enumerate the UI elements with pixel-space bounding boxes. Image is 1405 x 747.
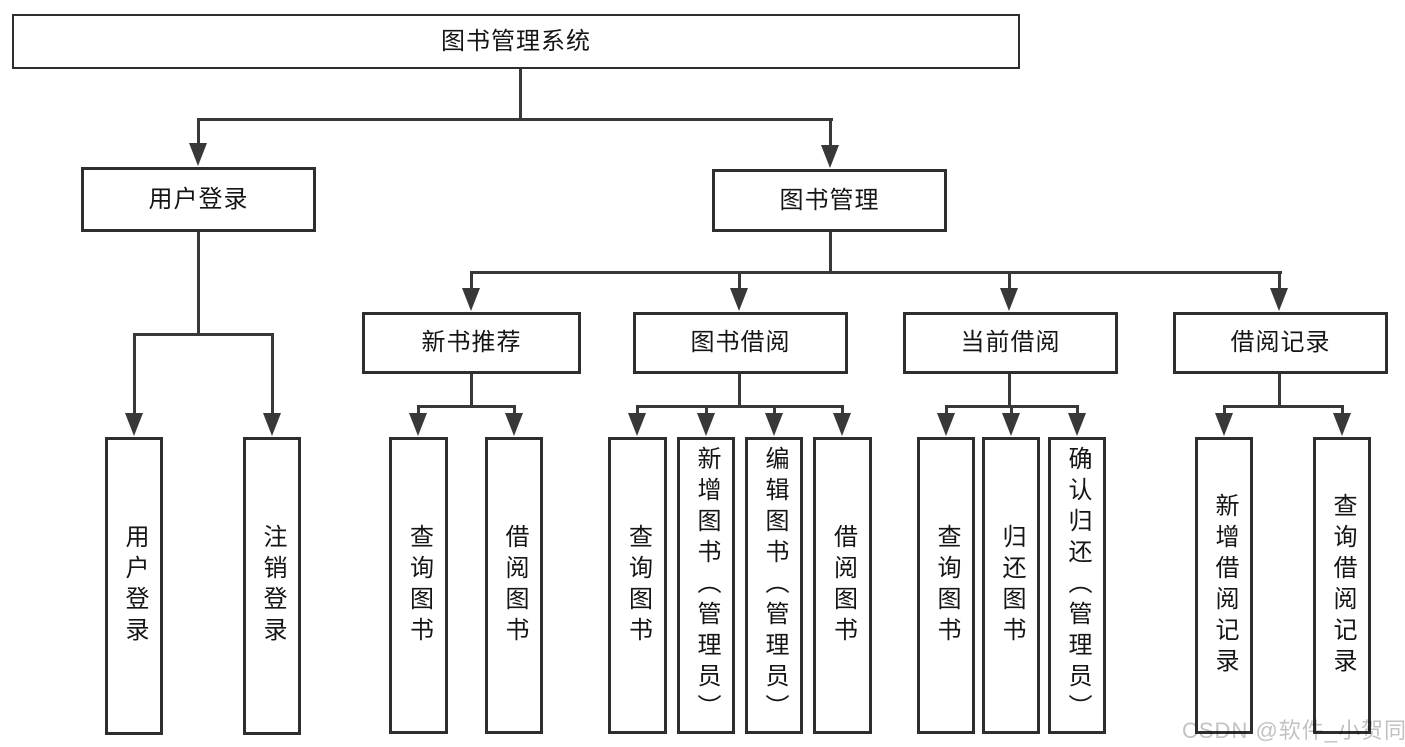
node-op-rcd-query-record: 查询借阅记录 xyxy=(1313,437,1371,734)
node-op-rec-query-books: 查询图书 xyxy=(389,437,448,734)
node-label: 当前借阅 xyxy=(960,329,1061,356)
node-label: 查询图书 xyxy=(405,523,433,648)
node-current-borrow: 当前借阅 xyxy=(903,312,1118,374)
node-label: 新书推荐 xyxy=(421,329,522,356)
connector-line xyxy=(738,374,741,408)
connector-line xyxy=(1278,374,1281,408)
node-op-cur-return-books: 归还图书 xyxy=(982,437,1040,734)
arrow-down-icon xyxy=(937,413,955,436)
arrow-down-icon xyxy=(765,413,783,436)
connector-line xyxy=(417,405,420,419)
watermark: CSDN @软件_小贺同学 xyxy=(1182,718,1405,743)
node-label: 图书管理系统 xyxy=(441,27,591,55)
connector-line xyxy=(945,405,948,419)
arrow-down-icon xyxy=(1068,413,1086,436)
arrow-down-icon xyxy=(505,413,523,436)
connector-line xyxy=(738,271,741,296)
connector-line xyxy=(636,405,844,408)
node-op-bor-edit-books: 编辑图书（管理员） xyxy=(745,437,803,734)
arrow-down-icon xyxy=(1333,413,1351,436)
connector-line xyxy=(1008,271,1011,296)
node-label: 图书借阅 xyxy=(690,329,791,356)
connector-line xyxy=(470,374,473,408)
connector-line xyxy=(133,333,274,336)
node-label: 新增借阅记录 xyxy=(1211,492,1238,679)
connector-line xyxy=(470,271,473,296)
arrow-down-icon xyxy=(1270,288,1288,311)
connector-line xyxy=(197,118,833,121)
node-op-cur-confirm-return: 确认归还（管理员） xyxy=(1048,437,1106,734)
node-op-rcd-add-record: 新增借阅记录 xyxy=(1195,437,1253,734)
connector-line xyxy=(1008,374,1011,408)
arrow-down-icon xyxy=(189,143,207,166)
connector-line xyxy=(1076,405,1079,419)
connector-line xyxy=(519,69,522,121)
node-op-cur-query-books: 查询图书 xyxy=(917,437,975,734)
connector-line xyxy=(470,271,1282,274)
node-op-logout: 注销登录 xyxy=(243,437,301,735)
node-label: 借阅图书 xyxy=(501,523,528,648)
connector-line xyxy=(1278,271,1281,296)
connector-line xyxy=(417,405,516,408)
node-op-bor-query-books: 查询图书 xyxy=(608,437,667,734)
node-label: 图书管理 xyxy=(779,186,880,214)
connector-line xyxy=(1223,405,1344,408)
node-book-mgmt: 图书管理 xyxy=(712,169,947,232)
connector-line xyxy=(1010,405,1013,419)
connector-line xyxy=(705,405,708,419)
node-label: 查询图书 xyxy=(933,523,960,648)
node-new-book-rec: 新书推荐 xyxy=(362,312,581,374)
connector-line xyxy=(829,118,832,152)
node-borrow-records: 借阅记录 xyxy=(1173,312,1388,374)
connector-line xyxy=(636,405,639,419)
node-label: 新增图书（管理员） xyxy=(693,446,720,725)
node-user-login: 用户登录 xyxy=(81,167,316,232)
arrow-down-icon xyxy=(462,288,480,311)
node-label: 查询借阅记录 xyxy=(1329,492,1356,679)
node-label: 借阅图书 xyxy=(829,523,857,648)
connector-line xyxy=(1223,405,1226,419)
node-label: 归还图书 xyxy=(998,523,1025,648)
arrow-down-icon xyxy=(409,413,427,436)
arrow-down-icon xyxy=(628,413,646,436)
arrow-down-icon xyxy=(1002,413,1020,436)
connector-line xyxy=(841,405,844,419)
node-label: 注销登录 xyxy=(259,524,286,648)
node-op-rec-borrow-books: 借阅图书 xyxy=(485,437,543,734)
arrow-down-icon xyxy=(730,288,748,311)
arrow-down-icon xyxy=(1215,413,1233,436)
connector-line xyxy=(197,118,200,150)
connector-line xyxy=(133,333,136,418)
arrow-down-icon xyxy=(1000,288,1018,311)
node-label: 确认归还（管理员） xyxy=(1064,446,1091,725)
node-label: 查询图书 xyxy=(624,523,652,648)
arrow-down-icon xyxy=(125,413,143,436)
node-label: 借阅记录 xyxy=(1230,329,1331,356)
connector-line xyxy=(773,405,776,419)
node-label: 编辑图书（管理员） xyxy=(761,446,788,725)
arrow-down-icon xyxy=(821,145,839,168)
node-op-user-login: 用户登录 xyxy=(105,437,163,735)
arrow-down-icon xyxy=(833,413,851,436)
node-op-bor-add-books: 新增图书（管理员） xyxy=(677,437,735,734)
connector-line xyxy=(1341,405,1344,419)
connector-line xyxy=(513,405,516,419)
connector-line xyxy=(271,333,274,418)
connector-line xyxy=(829,232,832,274)
node-label: 用户登录 xyxy=(148,185,249,213)
node-root: 图书管理系统 xyxy=(12,14,1020,69)
arrow-down-icon xyxy=(263,413,281,436)
node-book-borrow: 图书借阅 xyxy=(633,312,848,374)
connector-line xyxy=(197,232,200,336)
node-op-bor-borrow-books: 借阅图书 xyxy=(813,437,872,734)
node-label: 用户登录 xyxy=(121,524,148,648)
arrow-down-icon xyxy=(697,413,715,436)
